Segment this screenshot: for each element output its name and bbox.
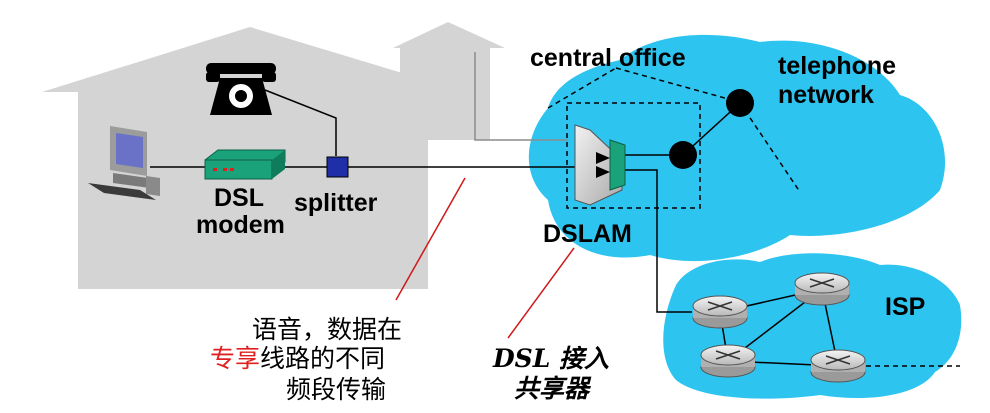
telephone-network-node <box>726 89 754 117</box>
wiring <box>150 89 692 313</box>
dsl-modem-label-line2: modem <box>196 211 285 239</box>
telephone-network-label-line2: network <box>778 81 874 109</box>
isp-router <box>692 295 748 329</box>
computer-icon <box>88 126 160 200</box>
voice-data-caption-line3: 频段传输 <box>286 375 386 404</box>
home-house <box>42 27 465 289</box>
voice-data-caption-line2-rest: 线路的不同 <box>260 344 385 373</box>
dsl-modem-label-line1: DSL <box>214 184 264 212</box>
central-office-label: central office <box>530 44 686 72</box>
annotation-lines <box>395 177 575 339</box>
voice-data-caption-line2: 专享线路的不同 <box>210 344 385 373</box>
central-office-cloud <box>528 34 946 262</box>
telephone-switch-node <box>669 141 697 169</box>
isp-label: ISP <box>885 293 925 321</box>
dslam-label: DSLAM <box>543 220 632 248</box>
splitter-icon <box>326 156 349 178</box>
voice-data-caption-line1: 语音，数据在 <box>252 315 402 344</box>
telephone-network-label-line1: telephone <box>778 52 896 80</box>
telephone-icon <box>206 63 276 115</box>
central-office-house <box>393 22 505 140</box>
dslam-icon <box>574 124 626 206</box>
dsl-mux-caption-line2: 共享器 <box>514 374 592 403</box>
dedicated-highlight: 专享 <box>210 344 260 373</box>
isp-router <box>794 272 850 306</box>
splitter-label: splitter <box>294 189 378 217</box>
office-phone-line <box>474 52 568 141</box>
isp-router <box>810 349 866 383</box>
isp-router <box>700 344 756 378</box>
dsl-mux-caption-line1: DSL 接入 <box>492 344 609 373</box>
central-office-outline <box>547 67 801 209</box>
dsl-modem-icon <box>204 149 286 180</box>
